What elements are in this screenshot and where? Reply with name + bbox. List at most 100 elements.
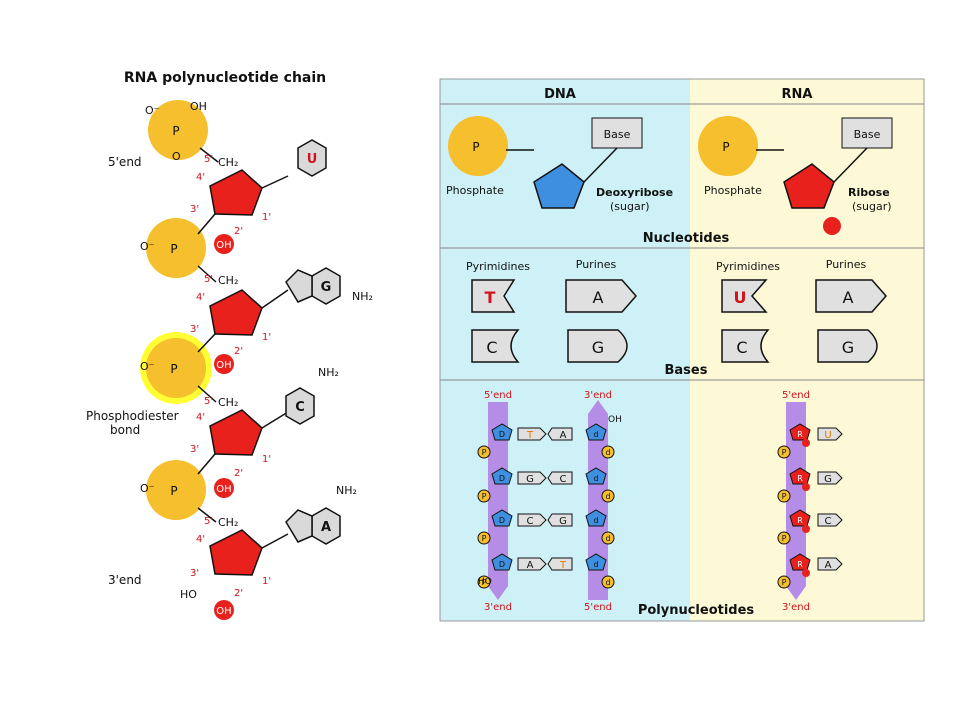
ds-left-phosphate <box>477 575 491 589</box>
ds-left-phosphate-label: P <box>482 492 487 501</box>
rna-base-u-shape <box>721 279 768 313</box>
ds-right-base <box>547 513 573 527</box>
rna-strand-phosphate-label: P <box>782 578 787 587</box>
prime-2-3: 2' <box>234 468 243 479</box>
ds-right-base <box>547 471 573 485</box>
dna-base-c: C <box>486 338 497 357</box>
adenine-five-ring <box>285 509 313 543</box>
ribose-2-oh-1 <box>214 234 234 254</box>
guanine-five-ring <box>285 269 313 303</box>
ds-left-base <box>517 471 547 485</box>
dna-rna-comparison-panel: DNA RNA P P Base Base Phosphate Phosphat… <box>439 78 925 622</box>
rna-base-c-shape <box>721 329 770 363</box>
ribose-ring-1 <box>209 169 263 216</box>
rna-strand-arrow <box>786 402 806 600</box>
ds-right-sugar <box>585 509 607 527</box>
ds-left-base-label: C <box>527 516 534 527</box>
prime-3-4: 3' <box>190 568 199 579</box>
dna-base-a: A <box>593 288 604 307</box>
rna-strand-three-end: 3'end <box>782 602 810 613</box>
ds-right-base-label: C <box>560 474 567 485</box>
dna-phosphate-label: Phosphate <box>446 184 504 197</box>
rna-strand-phosphate-label: P <box>782 448 787 457</box>
rna-base-a: A <box>843 288 854 307</box>
ds-left-ho: HO <box>478 577 492 587</box>
ds-right-d-marker <box>601 445 615 459</box>
ds-left-phosphate-label: P <box>482 534 487 543</box>
base-letter-g: G <box>321 280 332 295</box>
rna-pyrimidines-label: Pyrimidines <box>716 260 780 273</box>
rna-sugar-label: (sugar) <box>852 200 892 213</box>
rna-strand-base-label: A <box>825 560 832 571</box>
ds-left-phosphate <box>477 489 491 503</box>
dna-sugar-label: (sugar) <box>610 200 650 213</box>
ds-right-base-label: A <box>560 430 567 441</box>
rna-strand-2-oh <box>802 483 810 491</box>
base-letter-a: A <box>321 520 331 535</box>
rna-strand-phosphate <box>777 575 791 589</box>
ds-right-sugar <box>585 467 607 485</box>
prime-5-2: 5' <box>204 274 213 285</box>
rna-strand-phosphate <box>777 531 791 545</box>
oh-label-1: OH <box>216 240 231 251</box>
phosphate-p-1: P <box>172 124 179 138</box>
ds-right-sugar-label: d <box>593 516 598 525</box>
prime-4-1: 4' <box>196 172 205 183</box>
ds-left-base-label: A <box>527 560 534 571</box>
prime-5-4: 5' <box>204 516 213 527</box>
ds-right-sugar <box>585 423 607 441</box>
dna-pyrimidines-label: Pyrimidines <box>466 260 530 273</box>
rna-purines-label: Purines <box>826 258 867 271</box>
three-prime-end-label: 3'end <box>108 573 142 587</box>
ds-right-sugar-label: d <box>593 560 598 569</box>
ds-left-sugar-label: D <box>499 430 505 439</box>
rna-chain-panel: RNA polynucleotide chain 5'end 3'end Pho… <box>86 70 373 620</box>
phosphate-o-minus-1: O⁻ <box>145 104 160 117</box>
rna-strand-2-oh <box>802 439 810 447</box>
rna-strand-sugar-label: R <box>797 430 803 439</box>
rna-strand-sugar <box>789 553 811 571</box>
ds-right-d-marker <box>601 489 615 503</box>
dna-phosphate-circle <box>448 116 508 176</box>
rna-phosphate-circle <box>698 116 758 176</box>
ds-right-oh: OH <box>608 415 622 425</box>
ds-left-phosphate-label: P <box>482 448 487 457</box>
ds-right-base <box>547 427 573 441</box>
rna-strand-sugar-label: R <box>797 474 803 483</box>
prime-1-1: 1' <box>262 212 271 223</box>
bases-section: Pyrimidines Purines Pyrimidines Purines … <box>466 258 887 378</box>
base-letter-u: U <box>307 152 318 167</box>
uracil-ring <box>297 139 327 177</box>
dna-base-box-label: Base <box>604 128 631 141</box>
ds-left-sugar-label: D <box>499 516 505 525</box>
rna-base-u: U <box>734 288 747 307</box>
ds-left-three-end: 3'end <box>484 602 512 613</box>
ds-left-sugar <box>491 467 513 485</box>
phosphate-circle-3 <box>146 338 206 398</box>
terminal-ho-label: HO <box>180 588 197 601</box>
ds-right-d-marker <box>601 575 615 589</box>
phosphodiester-label-line1: Phosphodiester <box>86 409 179 423</box>
ribose-2-oh-2 <box>214 354 234 374</box>
prime-3-2: 3' <box>190 324 199 335</box>
oh-label-4: OH <box>216 606 231 617</box>
ds-right-five-end: 5'end <box>584 602 612 613</box>
ds-left-base-label: G <box>526 474 534 485</box>
ds-left-base <box>517 557 547 571</box>
oh-label-3: OH <box>216 484 231 495</box>
prime-1-3: 1' <box>262 454 271 465</box>
ribose-2-oh-4 <box>214 600 234 620</box>
ds-left-sugar <box>491 553 513 571</box>
ribose-ring <box>783 163 835 209</box>
prime-3-1: 3' <box>190 204 199 215</box>
rna-base-box-label: Base <box>854 128 881 141</box>
cytosine-nh2: NH₂ <box>318 366 339 379</box>
rna-strand-base-label: G <box>824 474 832 485</box>
bases-title: Bases <box>665 363 708 378</box>
ds-left-sugar <box>491 509 513 527</box>
dna-base-t: T <box>485 288 496 307</box>
phosphate-o-minus-4: O⁻ <box>140 482 155 495</box>
rna-strand-base <box>817 471 843 485</box>
